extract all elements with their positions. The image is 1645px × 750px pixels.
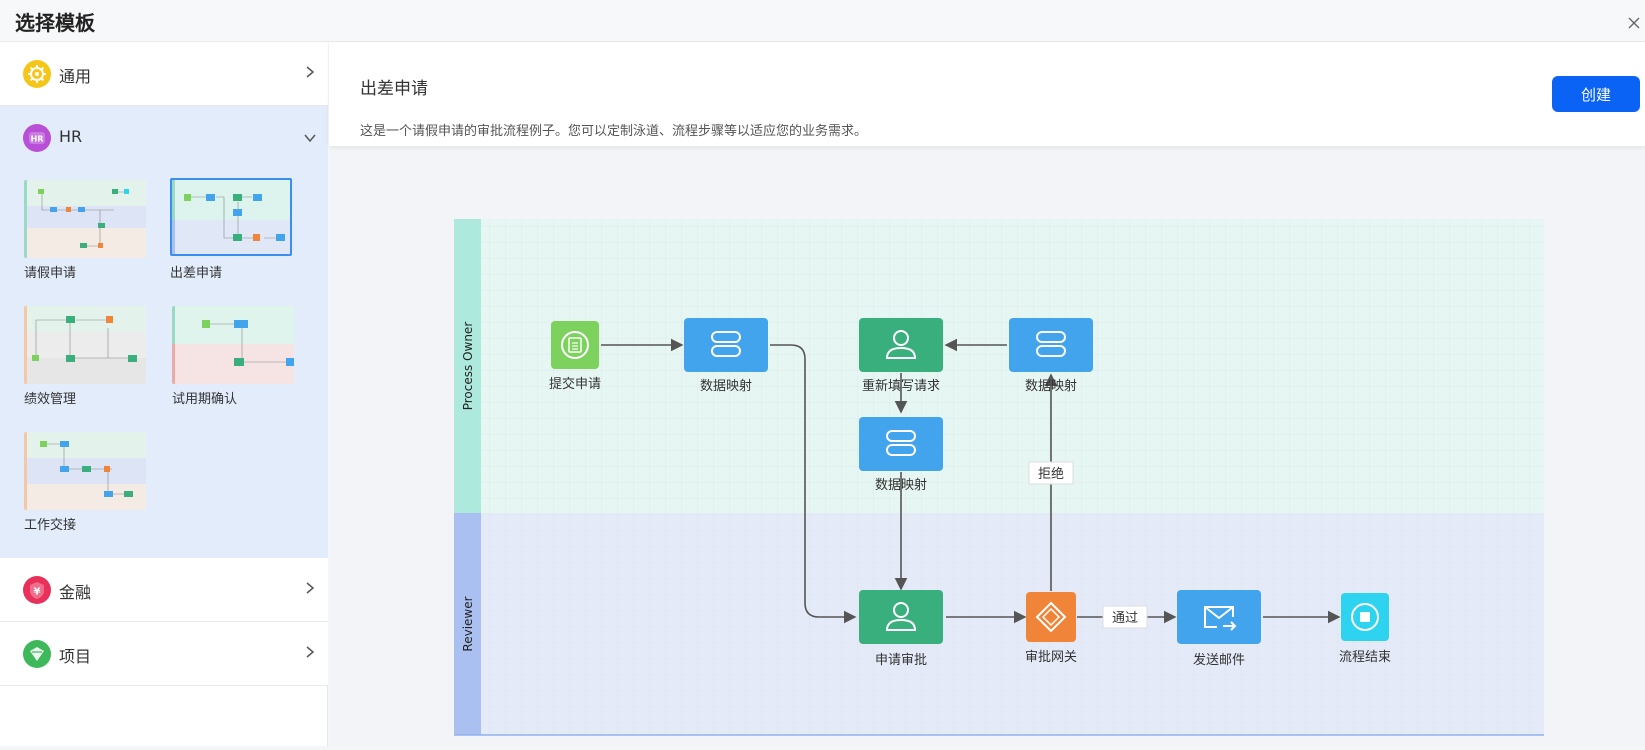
server-icon <box>1036 331 1066 357</box>
node-end: 流程结束 <box>1339 593 1391 665</box>
stop-icon <box>1351 603 1379 631</box>
node-data-mapping-3: 数据映射 <box>1009 318 1093 394</box>
user-icon <box>885 330 917 359</box>
edge-label-pass: 通过 <box>1102 605 1148 629</box>
project-icon <box>23 640 51 668</box>
template-description: 这是一个请假申请的审批流程例子。您可以定制泳道、流程步骤等以适应您的业务需求。 <box>360 124 868 139</box>
diamond-icon <box>1035 601 1067 633</box>
node-approval: 申请审批 <box>859 590 943 668</box>
diagram-preview: Process Owner Reviewer 拒绝 通过 <box>329 146 1645 746</box>
node-label: 流程结束 <box>1339 650 1391 665</box>
template-label: 试用期确认 <box>172 392 238 407</box>
category-label: 项目 <box>59 647 92 666</box>
lane-header-process-owner <box>454 219 481 513</box>
document-icon <box>561 331 589 359</box>
template-label: 请假申请 <box>24 266 77 281</box>
template-preview-panel: 出差申请 这是一个请假申请的审批流程例子。您可以定制泳道、流程步骤等以适应您的业… <box>329 42 1645 746</box>
category-label: 通用 <box>59 67 92 86</box>
template-thumbnail-leave[interactable] <box>24 180 146 258</box>
dialog-header: 选择模板 <box>0 0 1645 42</box>
template-label: 绩效管理 <box>24 392 77 407</box>
template-detail-header: 出差申请 这是一个请假申请的审批流程例子。您可以定制泳道、流程步骤等以适应您的业… <box>329 42 1645 146</box>
category-label: 金融 <box>59 583 92 602</box>
template-thumbnail-performance[interactable] <box>24 306 146 384</box>
finance-icon: ¥ <box>23 576 51 604</box>
category-project[interactable]: 项目 <box>0 622 328 686</box>
chevron-right-icon <box>306 66 315 78</box>
template-title: 出差申请 <box>360 79 428 99</box>
lane-label-reviewer: Reviewer <box>461 596 475 651</box>
node-label: 发送邮件 <box>1193 652 1245 668</box>
user-icon <box>885 602 917 631</box>
template-label: 出差申请 <box>170 266 223 281</box>
template-category-sidebar: 通用 HR HR <box>0 42 328 746</box>
template-thumbnail-business-trip[interactable] <box>170 178 292 256</box>
node-data-mapping-2: 数据映射 <box>859 417 943 493</box>
server-icon <box>711 331 741 357</box>
template-thumbnail-probation[interactable] <box>172 306 294 384</box>
node-label: 提交申请 <box>549 376 601 392</box>
edge-label-reject-text: 拒绝 <box>1038 466 1064 482</box>
dialog-title: 选择模板 <box>15 11 95 35</box>
hr-icon: HR <box>23 124 51 152</box>
node-refill-request: 重新填写请求 <box>859 318 943 394</box>
server-icon <box>886 430 916 456</box>
node-label: 数据映射 <box>700 378 752 394</box>
close-icon[interactable] <box>1624 13 1644 33</box>
create-button[interactable]: 创建 <box>1552 76 1640 112</box>
mail-icon <box>1204 606 1237 631</box>
node-label: 数据映射 <box>1025 378 1077 394</box>
template-label: 工作交接 <box>24 518 77 533</box>
node-send-email: 发送邮件 <box>1177 590 1261 668</box>
finance-icon-text: ¥ <box>34 587 41 598</box>
node-label: 重新填写请求 <box>862 378 940 394</box>
node-submit: 提交申请 <box>549 321 601 392</box>
lane-header-reviewer <box>454 513 481 735</box>
category-hr[interactable]: HR HR <box>0 106 328 170</box>
node-label: 审批网关 <box>1025 650 1077 665</box>
chevron-right-icon <box>306 646 315 658</box>
category-finance[interactable]: ¥ 金融 <box>0 558 328 622</box>
edge-label-pass-text: 通过 <box>1112 611 1138 626</box>
category-label: HR <box>59 127 83 146</box>
node-label: 申请审批 <box>875 653 927 668</box>
settings-icon <box>23 60 51 88</box>
edge-map1-approve <box>770 344 857 624</box>
lane-label-process-owner: Process Owner <box>461 322 475 411</box>
category-general[interactable]: 通用 <box>0 42 328 106</box>
category-hr-expanded: HR HR <box>0 106 328 558</box>
edge-label-reject: 拒绝 <box>1028 461 1074 485</box>
node-label: 数据映射 <box>875 477 927 493</box>
chevron-down-icon <box>304 134 316 143</box>
chevron-right-icon <box>306 582 315 594</box>
node-data-mapping-1: 数据映射 <box>684 318 768 394</box>
hr-icon-text: HR <box>31 135 44 144</box>
node-approval-gateway: 审批网关 <box>1025 592 1077 665</box>
template-thumbnail-handover[interactable] <box>24 432 146 510</box>
